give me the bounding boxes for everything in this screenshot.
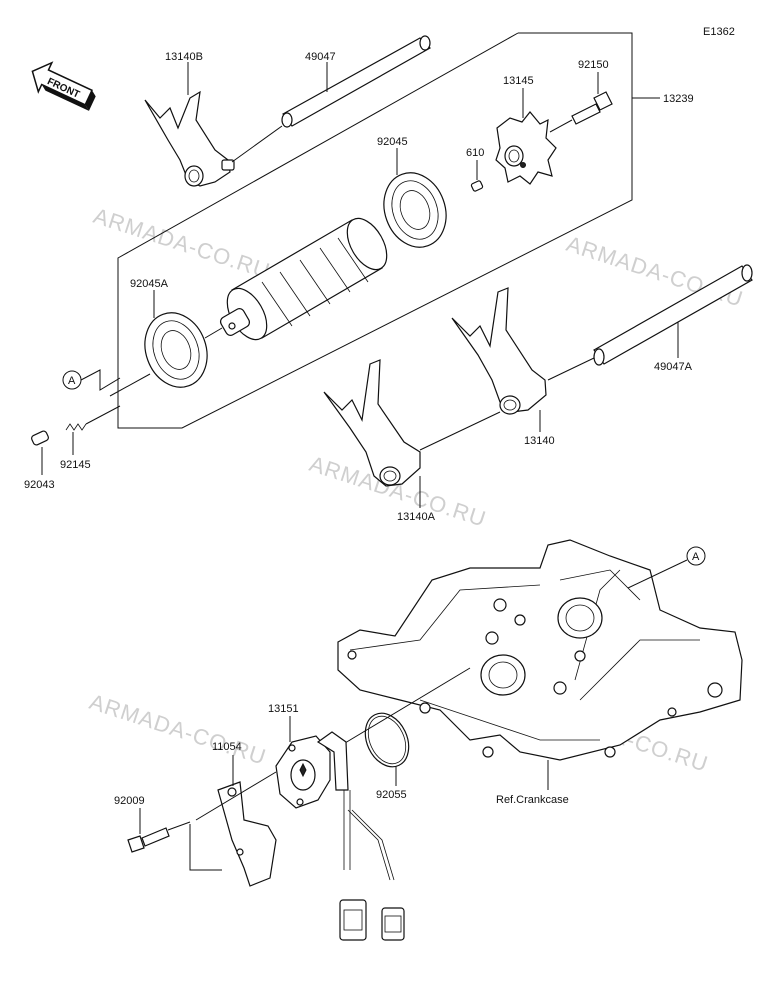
callout-a-upper-letter: A xyxy=(68,375,76,387)
o-ring-92055 xyxy=(364,712,410,768)
shift-fork-13140A xyxy=(323,359,421,487)
label-11054: 11054 xyxy=(212,741,242,753)
ref-crankcase-label: Ref.Crankcase xyxy=(496,794,569,806)
label-49047A: 49047A xyxy=(654,361,693,373)
label-92150: 92150 xyxy=(578,59,609,71)
label-49047: 49047 xyxy=(305,51,336,63)
plate-11054 xyxy=(217,781,277,887)
callout-a-upper: A xyxy=(62,369,121,391)
shift-rod-49047 xyxy=(281,35,431,128)
diagram-id: E1362 xyxy=(703,26,735,38)
bearing-92045A xyxy=(144,312,208,388)
label-13140: 13140 xyxy=(524,435,555,447)
label-13145: 13145 xyxy=(503,75,534,87)
bolt-92150 xyxy=(571,91,613,125)
assembly-bracket-13239 xyxy=(117,32,660,429)
label-13140A: 13140A xyxy=(397,511,436,523)
watermark-2: ARMADA-CO.RU xyxy=(563,231,746,312)
label-92045: 92045 xyxy=(377,136,408,148)
pin-92043 xyxy=(31,430,49,446)
label-13140B: 13140B xyxy=(165,51,203,63)
shift-fork-13140 xyxy=(451,287,547,415)
watermark-4: ARMADA-CO.RU xyxy=(86,689,269,770)
label-610: 610 xyxy=(466,147,484,159)
spring-92145 xyxy=(65,423,87,431)
gear-position-sensor-13151 xyxy=(275,731,405,941)
label-92055: 92055 xyxy=(376,789,407,801)
label-92145: 92145 xyxy=(60,459,91,471)
shift-rod-49047A xyxy=(593,264,753,366)
bearing-92045 xyxy=(383,172,447,248)
drum-cam-13145 xyxy=(495,111,557,185)
callout-a-lower: A xyxy=(627,546,706,589)
shift-drum xyxy=(219,217,388,341)
label-92043: 92043 xyxy=(24,479,55,491)
label-92009: 92009 xyxy=(114,795,145,807)
bolt-92009 xyxy=(127,827,170,853)
label-13239: 13239 xyxy=(663,93,694,105)
label-92045A: 92045A xyxy=(130,278,169,290)
crankcase xyxy=(337,539,743,761)
pin-610 xyxy=(470,180,484,192)
label-13151: 13151 xyxy=(268,703,299,715)
shift-fork-13140B xyxy=(144,90,235,187)
front-arrow-icon: FRONT xyxy=(31,61,96,111)
callout-a-lower-letter: A xyxy=(692,551,700,563)
